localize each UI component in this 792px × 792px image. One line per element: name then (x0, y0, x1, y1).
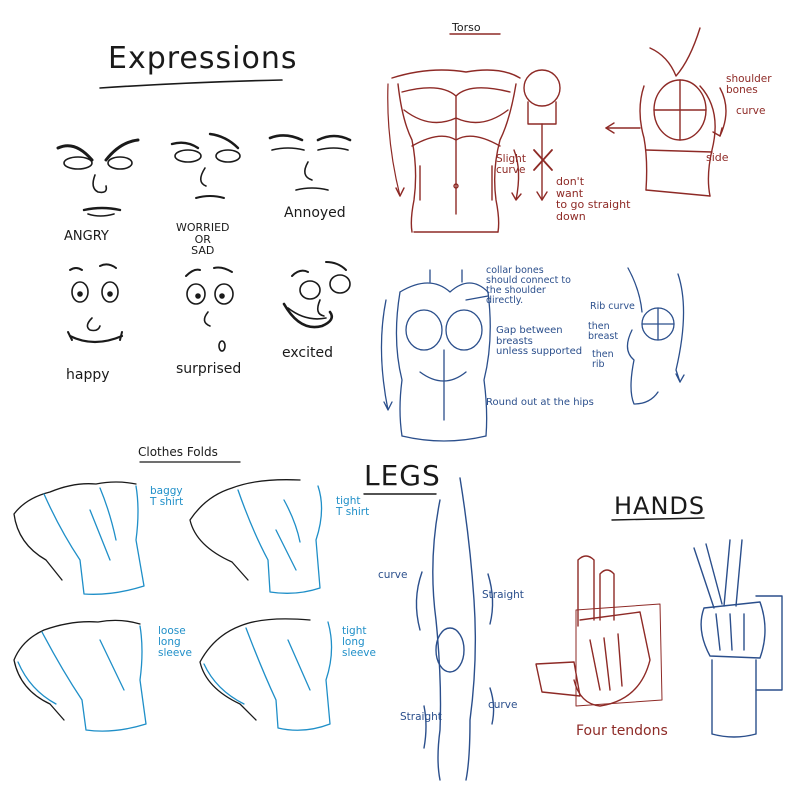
hands-title: HANDS (614, 492, 706, 520)
leg-curve-left: curve (378, 569, 408, 581)
shoulder-bones-note: shoulder bones (726, 73, 772, 97)
label-worried: WORRIED OR SAD (176, 221, 230, 258)
label-annoyed: Annoyed (284, 205, 346, 221)
annoyed-face (268, 134, 352, 191)
baggy-tshirt (13, 481, 145, 595)
label-surprised: surprised (176, 361, 242, 377)
dont-want-note: don't want to go straight down (556, 175, 631, 223)
angry-face (56, 138, 140, 217)
worried-face (170, 132, 241, 199)
four-tendons-note: Four tendons (576, 723, 668, 739)
loose-long-sleeve-note: loose long sleeve (158, 625, 192, 660)
neck-diagram (523, 69, 561, 201)
side-note: side (706, 151, 729, 164)
pointing-hand (535, 555, 663, 707)
label-excited: excited (282, 345, 333, 361)
tight-long-sleeve-note: tight long sleeve (342, 625, 376, 660)
side-torso (605, 27, 727, 197)
leg-curve-right: curve (488, 699, 518, 711)
gap-between-note: Gap between breasts unless supported (496, 325, 583, 357)
tight-long-sleeve (199, 618, 333, 731)
hands-title-underline (611, 517, 705, 521)
tight-tshirt (189, 479, 323, 594)
expressions-title: Expressions (108, 41, 298, 76)
slight-curve-arrow (511, 149, 522, 201)
happy-face (67, 263, 124, 344)
legs-title: LEGS (364, 459, 441, 492)
label-angry: ANGRY (64, 229, 109, 244)
slight-curve-note: Slight curve (496, 153, 526, 177)
tight-tshirt-note: tight T shirt (336, 495, 370, 519)
torso-title: Torso (452, 21, 481, 34)
female-torso-front (380, 269, 491, 442)
hand-sketches (535, 517, 783, 738)
leg-straight-right: Straight (482, 589, 524, 601)
expressions-faces (56, 79, 352, 352)
round-hips-note: Round out at the hips (486, 397, 594, 408)
label-happy: happy (66, 367, 110, 383)
collar-bones-note: collar bones should connect to the shoul… (486, 265, 571, 306)
clothes-folds-sketches (13, 461, 333, 732)
leg-sketch (363, 477, 495, 781)
loose-long-sleeve (13, 619, 147, 732)
then-breast-note: then breast (588, 321, 619, 342)
then-rib-note: then rib (592, 349, 614, 370)
female-torso-side (626, 267, 685, 405)
expressions-title-underline (99, 79, 283, 89)
peace-sign-hand (693, 539, 783, 738)
female-torso-sketches (380, 267, 685, 442)
torso-sketches (387, 27, 727, 233)
clothes-title: Clothes Folds (138, 445, 218, 459)
baggy-tshirt-note: baggy T shirt (150, 485, 184, 509)
rib-curve-note: Rib curve (590, 301, 635, 312)
front-torso (387, 69, 521, 233)
leg-straight-left: Straight (400, 711, 442, 723)
excited-face (282, 261, 351, 329)
surprised-face (185, 266, 234, 352)
curve-note: curve (736, 105, 766, 117)
